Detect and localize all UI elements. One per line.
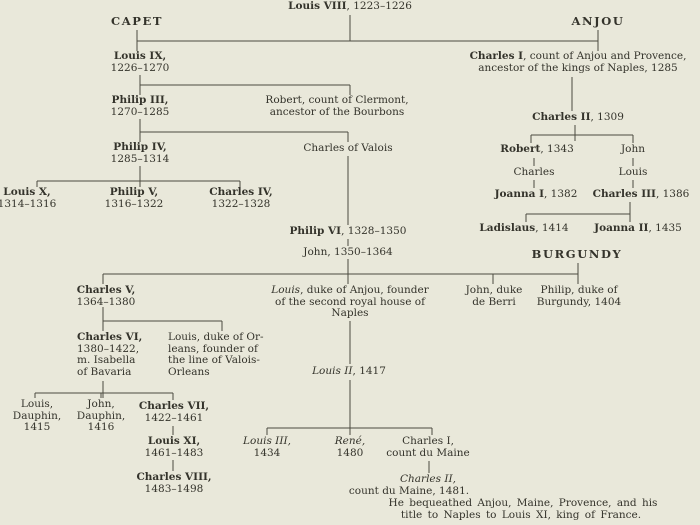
node-charles-i-anjou: Charles I, count of Anjou and Provence, … bbox=[469, 50, 687, 74]
node-charles-vii: Charles VII, 1422–1461 bbox=[138, 400, 210, 424]
node-joanna-ii: Joanna II, 1435 bbox=[594, 222, 682, 234]
node-charles-calabria: Charles bbox=[513, 166, 555, 178]
charles-ii-maine-caption: count du Maine, 1481. bbox=[348, 485, 470, 497]
node-philip-vi: Philip VI, 1328–1350 bbox=[289, 225, 407, 237]
node-philip-iii: Philip III, 1270–1285 bbox=[110, 94, 170, 118]
node-charles-ii-maine: Charles II, bbox=[399, 473, 457, 485]
node-louis-x: Louis X, 1314–1316 bbox=[0, 186, 57, 210]
house-capet-label: CAPET bbox=[110, 14, 164, 28]
node-john-dauphin: John, Dauphin, 1416 bbox=[76, 398, 126, 434]
node-louis-iii-naples: Louis III, 1434 bbox=[243, 435, 291, 459]
node-louis-duke-of-anjou: Louis, duke of Anjou, founder of the sec… bbox=[271, 284, 429, 320]
node-john-duke-de-berri: John, duke de Berri bbox=[465, 284, 523, 308]
node-charles-vi: Charles VI, 1380–1422, m. Isabella of Ba… bbox=[77, 331, 143, 378]
node-louis-durazzo: Louis bbox=[618, 166, 648, 178]
node-charles-v: Charles V, 1364–1380 bbox=[76, 284, 136, 308]
bequest-note-line2: title to Naples to Louis XI, king of Fra… bbox=[400, 509, 642, 521]
node-louis-ix: Louis IX, 1226–1270 bbox=[110, 50, 170, 74]
node-joanna-i: Joanna I, 1382 bbox=[494, 188, 578, 200]
node-philip-duke-of-burgundy: Philip, duke of Burgundy, 1404 bbox=[536, 284, 622, 308]
node-louis-xi: Louis XI, 1461–1483 bbox=[144, 435, 204, 459]
node-louis-viii: Louis VIII, 1223–1226 bbox=[288, 0, 412, 12]
node-charles-iii: Charles III, 1386 bbox=[592, 188, 690, 200]
node-rene: René, 1480 bbox=[334, 435, 366, 459]
node-charles-iv: Charles IV, 1322–1328 bbox=[209, 186, 273, 210]
node-ladislaus: Ladislaus, 1414 bbox=[479, 222, 569, 234]
bequest-note-line1: He bequeathed Anjou, Maine, Provence, an… bbox=[388, 497, 658, 509]
node-louis-dauphin: Louis, Dauphin, 1415 bbox=[12, 398, 62, 434]
node-charles-of-valois: Charles of Valois bbox=[303, 142, 393, 154]
node-robert-clermont: Robert, count of Clermont, ancestor of t… bbox=[265, 94, 409, 118]
node-louis-ii-naples: Louis II, 1417 bbox=[312, 365, 386, 377]
node-john-anjou: John bbox=[620, 143, 646, 155]
node-philip-v: Philip V, 1316–1322 bbox=[104, 186, 164, 210]
node-robert-anjou: Robert, 1343 bbox=[500, 143, 574, 155]
node-louis-duke-of-orleans: Louis, duke of Or- leans, founder of the… bbox=[168, 331, 264, 378]
house-anjou-label: ANJOU bbox=[571, 14, 625, 28]
node-charles-ii-anjou: Charles II, 1309 bbox=[532, 111, 624, 123]
node-john-ii: John, 1350–1364 bbox=[303, 246, 393, 258]
node-charles-viii: Charles VIII, 1483–1498 bbox=[136, 471, 212, 495]
node-charles-i-maine: Charles I, count du Maine bbox=[386, 435, 470, 459]
node-philip-iv: Philip IV, 1285–1314 bbox=[110, 141, 170, 165]
house-burgundy-label: BURGUNDY bbox=[531, 247, 623, 261]
